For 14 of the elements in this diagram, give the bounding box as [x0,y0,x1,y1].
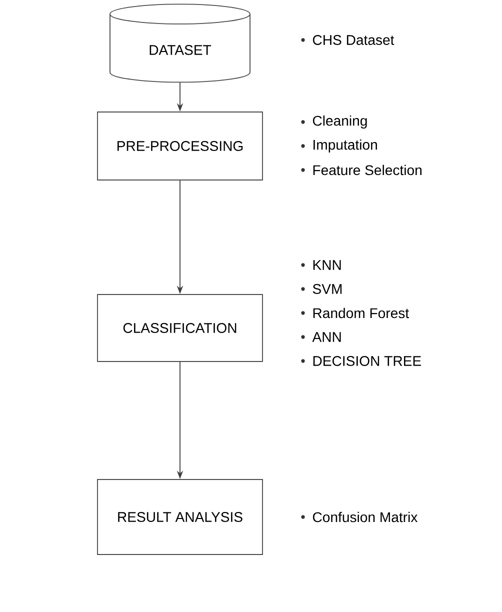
bullet-text: ANN [312,332,341,342]
bullet-text: Random Forest [313,308,409,318]
bullet-text: CHS Dataset [312,35,394,45]
process-box: CLASSIFICATION [97,294,263,362]
process-box: PRE-PROCESSING [97,112,263,180]
bullet-text: KNN [313,260,341,270]
bullet-text: Feature Selection [313,164,422,176]
bullet-text: Confusion Matrix [312,512,418,522]
database-cylinder: DATASET [110,4,250,83]
process-box: RESULT ANALYSIS [97,479,263,555]
bullet-text: DECISION TREE [313,356,421,366]
bullet-text: Cleaning [312,115,367,129]
bullet-text: Imputation [314,139,377,153]
bullet-text: SVM [312,284,342,294]
